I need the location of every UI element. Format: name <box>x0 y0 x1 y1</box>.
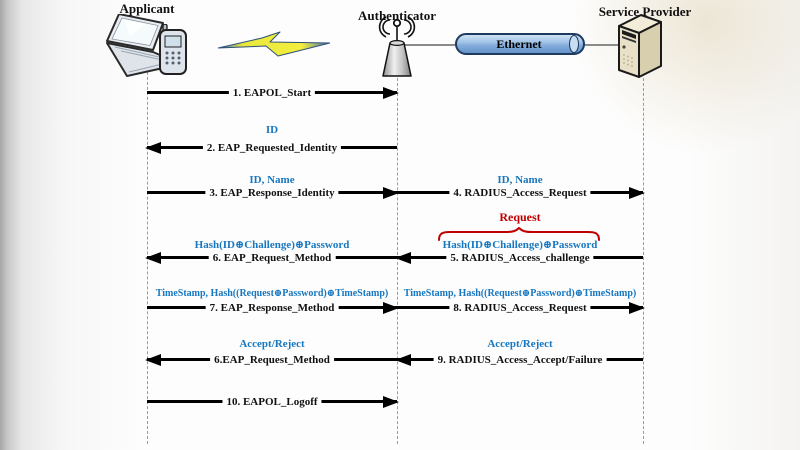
payload-label-8: TimeStamp, Hash((Request⊕Password)⊕TimeS… <box>403 288 637 299</box>
payload-label-3: ID, Name <box>249 174 295 186</box>
message-arrow-9: 6.EAP_Request_Method <box>145 353 397 366</box>
access-point-icon <box>378 16 416 77</box>
arrowhead-right-icon <box>383 301 399 314</box>
message-arrow-4: 4. RADIUS_Access_Request <box>397 186 645 199</box>
message-label-6: 6. EAP_Request_Method <box>208 251 336 264</box>
message-arrow-2: 2. EAP_Requested_Identity <box>145 141 397 154</box>
arrowhead-left-icon <box>395 353 411 366</box>
ethernet-cable: Ethernet <box>455 33 585 55</box>
lightning-icon <box>218 31 330 57</box>
payload-label-5: Hash(ID⊕Challenge)⊕Password <box>442 239 598 251</box>
payload-label-9: Accept/Reject <box>239 338 305 350</box>
ethernet-label: Ethernet <box>496 37 541 51</box>
actor-label-authenticator: Authenticator <box>358 8 436 23</box>
message-label-10: 9. RADIUS_Access_Accept/Failure <box>433 353 607 366</box>
request-brace-icon <box>438 227 600 241</box>
message-label-2: 2. EAP_Requested_Identity <box>202 141 342 154</box>
lifeline-applicant <box>147 22 148 444</box>
message-label-11: 10. EAPOL_Logoff <box>222 395 322 408</box>
message-label-8: 8. RADIUS_Access_Request <box>449 301 591 314</box>
arrowhead-left-icon <box>395 251 411 264</box>
message-label-5: 5. RADIUS_Access_challenge <box>446 251 594 264</box>
arrowhead-right-icon <box>383 86 399 99</box>
arrowhead-left-icon <box>145 251 161 264</box>
message-label-4: 4. RADIUS_Access_Request <box>449 186 591 199</box>
message-arrow-3: 3. EAP_Response_Identity <box>147 186 399 199</box>
server-icon <box>618 14 662 78</box>
message-arrow-7: 7. EAP_Response_Method <box>147 301 399 314</box>
message-arrow-8: 8. RADIUS_Access_Request <box>397 301 645 314</box>
arrowhead-left-icon <box>145 353 161 366</box>
actor-label-service-provider: Service Provider <box>598 4 692 19</box>
payload-label-7: TimeStamp, Hash((Request⊕Password)⊕TimeS… <box>155 288 389 299</box>
payload-label-4: ID, Name <box>497 174 543 186</box>
message-arrow-6: 6. EAP_Request_Method <box>145 251 397 264</box>
arrowhead-right-icon <box>629 301 645 314</box>
message-label-3: 3. EAP_Response_Identity <box>205 186 339 199</box>
phone-icon <box>159 24 187 75</box>
arrowhead-left-icon <box>145 141 161 154</box>
arrowhead-right-icon <box>383 395 399 408</box>
message-label-9: 6.EAP_Request_Method <box>210 353 334 366</box>
message-label-1: 1. EAPOL_Start <box>228 86 316 99</box>
message-arrow-1: 1. EAPOL_Start <box>147 86 399 99</box>
lifeline-service-provider <box>643 78 644 444</box>
arrowhead-right-icon <box>629 186 645 199</box>
message-arrow-10: 9. RADIUS_Access_Accept/Failure <box>395 353 643 366</box>
message-arrow-5: 5. RADIUS_Access_challenge <box>395 251 643 264</box>
message-arrow-11: 10. EAPOL_Logoff <box>147 395 399 408</box>
payload-label-6: Hash(ID⊕Challenge)⊕Password <box>194 239 350 251</box>
actor-label-applicant: Applicant <box>119 1 175 16</box>
message-label-7: 7. EAP_Response_Method <box>205 301 339 314</box>
request-annotation: Request <box>499 210 541 224</box>
payload-label-2: ID <box>265 124 279 136</box>
payload-label-10: Accept/Reject <box>487 338 553 350</box>
arrowhead-right-icon <box>383 186 399 199</box>
